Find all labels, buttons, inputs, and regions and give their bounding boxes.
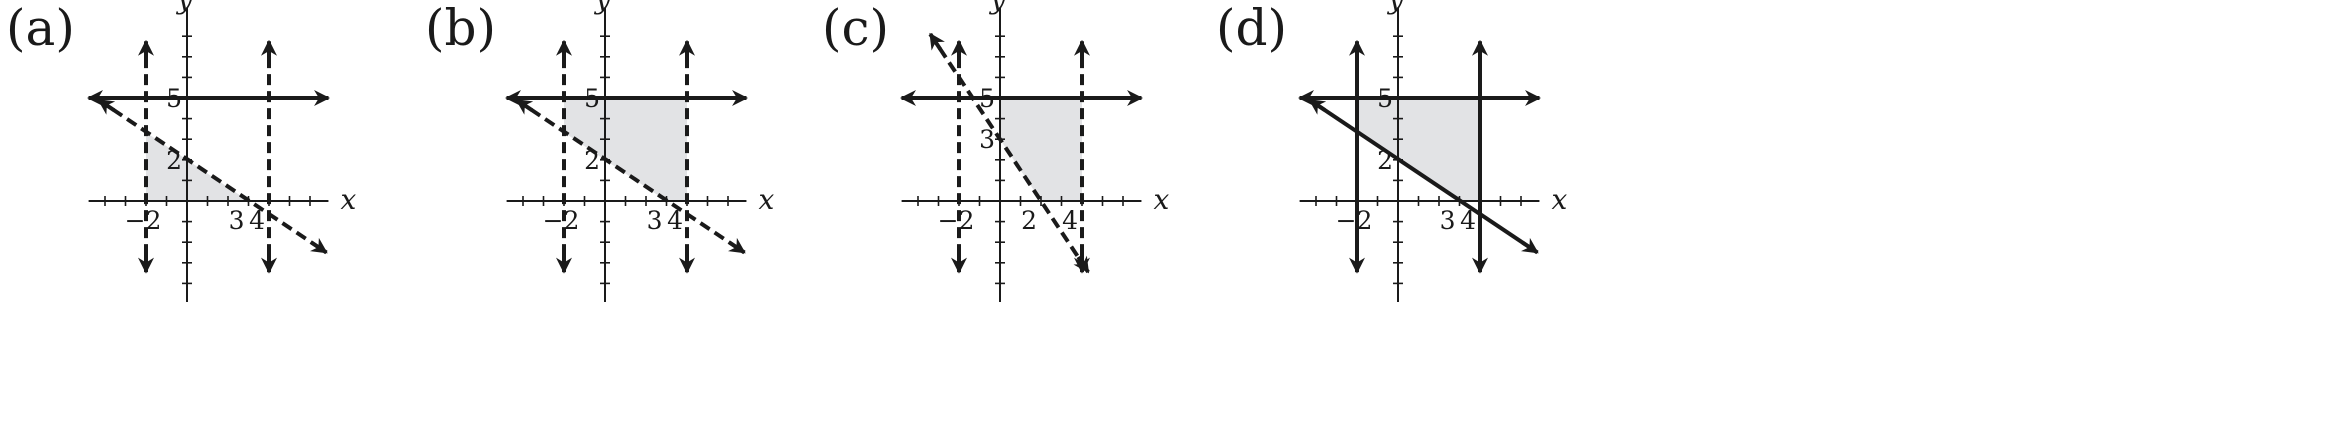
coordinate-plane: −2 34 2 5 x y xyxy=(505,0,774,302)
panel-label: (b) xyxy=(425,0,496,57)
x-tick-label: 4 xyxy=(667,206,683,235)
arrowhead xyxy=(515,98,534,115)
x-tick-label: 4 xyxy=(1460,206,1476,235)
coordinate-plane: −2 24 3 5 x y xyxy=(899,0,1169,302)
arrowhead xyxy=(727,237,746,255)
panel-b: (b) −2 34 2 5 x y xyxy=(425,0,774,302)
panel-d: (d) −2 34 2 5 x y xyxy=(1216,0,1567,302)
x-axis-label: x xyxy=(1153,183,1169,216)
x-tick-label: 4 xyxy=(1062,206,1078,235)
boundary-sloped-line xyxy=(928,33,1090,274)
x-tick-label: −2 xyxy=(938,206,975,235)
y-axis-label: y xyxy=(593,0,612,15)
panel-a: (a) −2 34 2 5 x y xyxy=(6,0,356,302)
panel-c: (c) −2 24 3 5 x y xyxy=(822,0,1169,302)
arrowhead xyxy=(309,237,328,255)
y-axis-label: y xyxy=(175,0,194,15)
y-tick-label: 2 xyxy=(584,146,600,175)
boundary-sloped-line xyxy=(97,98,328,255)
y-axis-label: y xyxy=(988,0,1007,15)
y-tick-label: 2 xyxy=(166,146,182,175)
shaded-region xyxy=(1357,98,1480,201)
arrowhead xyxy=(1520,237,1539,255)
arrowhead xyxy=(1073,255,1090,274)
x-axis-label: x xyxy=(340,183,356,216)
panel-label: (c) xyxy=(822,0,889,57)
panel-label: (a) xyxy=(6,0,75,57)
arrowhead xyxy=(97,98,116,115)
x-axis-label: x xyxy=(1551,183,1567,216)
x-axis-label: x xyxy=(758,183,774,216)
panel-label: (d) xyxy=(1216,0,1287,57)
boundary-sloped-line xyxy=(515,98,746,255)
x-tick-label: 3 xyxy=(1440,206,1456,235)
x-tick-label: −2 xyxy=(1336,206,1373,235)
x-tick-label: 3 xyxy=(229,206,245,235)
coordinate-plane: −2 34 2 5 x y xyxy=(86,0,356,302)
y-tick-label: 3 xyxy=(979,125,995,154)
arrowhead xyxy=(1308,98,1327,115)
y-tick-label: 5 xyxy=(979,84,995,113)
y-axis-label: y xyxy=(1386,0,1405,15)
coordinate-plane: −2 34 2 5 x y xyxy=(1297,0,1567,302)
boundary-sloped-line xyxy=(1308,98,1539,255)
y-tick-label: 2 xyxy=(1377,146,1393,175)
x-tick-label: 2 xyxy=(1021,206,1037,235)
y-tick-label: 5 xyxy=(1377,84,1393,113)
arrowhead xyxy=(928,32,945,51)
shaded-region xyxy=(564,98,687,201)
x-tick-label: −2 xyxy=(543,206,580,235)
x-tick-label: −2 xyxy=(125,206,162,235)
y-tick-label: 5 xyxy=(584,84,600,113)
y-tick-label: 5 xyxy=(166,84,182,113)
shaded-region xyxy=(1000,98,1082,201)
x-tick-label: 3 xyxy=(647,206,663,235)
x-tick-label: 4 xyxy=(249,206,265,235)
